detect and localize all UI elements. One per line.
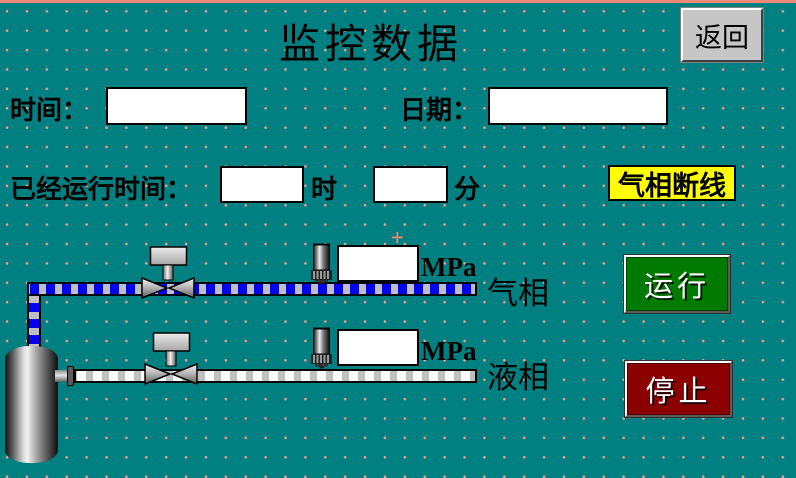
runtime-minutes-unit: 分 bbox=[454, 175, 481, 204]
liquid-pressure-display[interactable] bbox=[337, 329, 419, 366]
gas-pipe bbox=[27, 282, 477, 296]
storage-tank-icon bbox=[5, 346, 58, 463]
date-display-field[interactable] bbox=[488, 87, 668, 125]
liquid-control-valve-icon bbox=[144, 332, 198, 386]
runtime-hours-unit: 时 bbox=[311, 175, 338, 204]
time-label: 时间： bbox=[10, 96, 89, 125]
stop-button[interactable]: 停止 bbox=[625, 361, 732, 417]
date-label: 日期： bbox=[400, 96, 479, 125]
tank-nozzle bbox=[55, 370, 69, 382]
back-button[interactable]: 返回 bbox=[681, 8, 763, 62]
gas-pressure-transmitter-icon bbox=[311, 243, 332, 285]
tank-flange bbox=[67, 366, 74, 386]
runtime-label: 已经运行时间： bbox=[10, 175, 193, 204]
gas-pressure-unit: MPa bbox=[421, 252, 477, 282]
liquid-line-label: 液相 bbox=[487, 360, 549, 395]
time-display-field[interactable] bbox=[106, 87, 247, 125]
liquid-pressure-transmitter-icon bbox=[311, 327, 332, 369]
page-title: 监控数据 bbox=[279, 21, 463, 67]
top-border-line bbox=[0, 0, 796, 3]
run-button[interactable]: 运行 bbox=[624, 255, 730, 313]
cursor-cross-marker: + bbox=[391, 225, 404, 249]
liquid-pipe bbox=[74, 369, 477, 383]
runtime-minutes-field[interactable] bbox=[373, 166, 448, 203]
gas-disconnect-alarm-badge: 气相断线 bbox=[608, 165, 736, 201]
runtime-hours-field[interactable] bbox=[220, 166, 304, 203]
liquid-pressure-unit: MPa bbox=[421, 336, 477, 366]
gas-line-label: 气相 bbox=[487, 276, 549, 311]
gas-pressure-display[interactable] bbox=[337, 245, 419, 282]
gas-control-valve-icon bbox=[141, 246, 195, 300]
